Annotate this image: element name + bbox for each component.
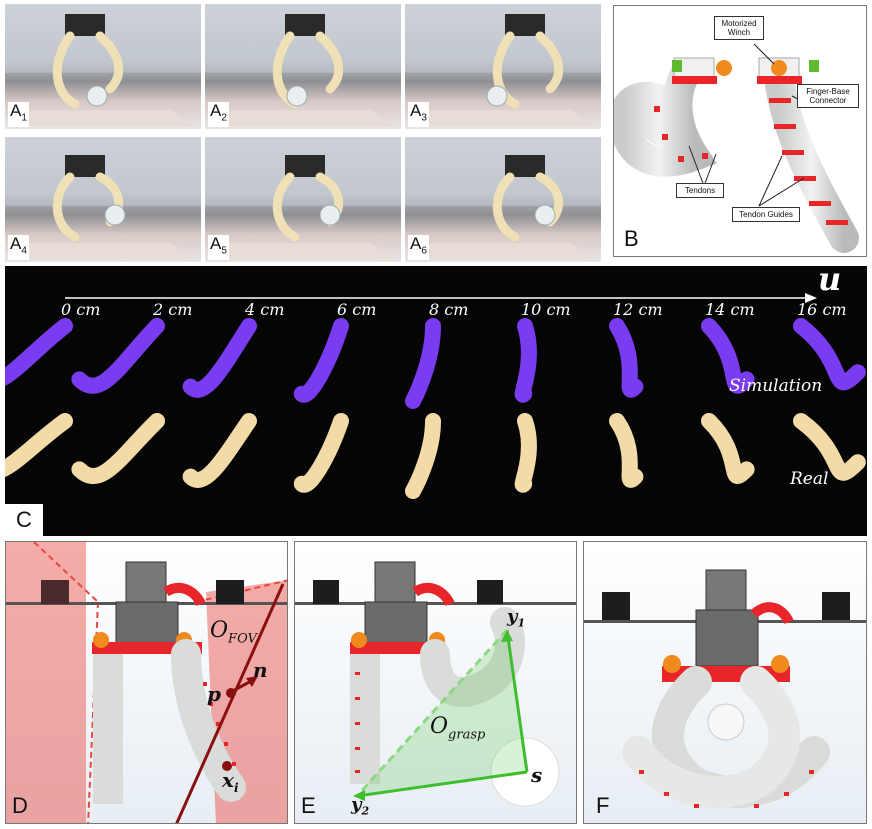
frame-label: A5 <box>208 234 229 260</box>
panel-label: C <box>5 504 43 536</box>
frame-label: A3 <box>408 101 429 127</box>
fov-label: OFOV <box>210 618 257 647</box>
real-finger <box>5 413 73 478</box>
drone-photo <box>205 137 401 260</box>
tick-label: 0 cm <box>61 300 101 319</box>
panel-label: F <box>596 793 610 818</box>
y1-label: y1 <box>507 606 526 630</box>
fov-diagram <box>6 542 287 823</box>
tick-label: 2 cm <box>153 300 193 319</box>
row-label-simulation: Simulation <box>729 376 823 396</box>
photo-frame: A1 <box>5 4 201 129</box>
callout-connector: Finger-Base Connector <box>797 84 859 108</box>
panel-label: D <box>12 793 28 818</box>
photo-frame: A5 <box>205 137 401 262</box>
real-finger <box>71 413 165 484</box>
photo-frame: A6 <box>405 137 601 262</box>
left-finger <box>614 61 717 177</box>
panel-label: B <box>624 226 639 251</box>
bending-sequence <box>5 293 866 499</box>
sim-finger <box>793 318 866 391</box>
grasp-label: Ograsp <box>430 714 486 743</box>
panel-c: u Simulation Real 0 cm 2 cm 4 cm 6 cm 8 cm 10… <box>5 266 867 536</box>
y2-label: y2 <box>351 794 370 818</box>
photo-frame: A3 <box>405 4 601 129</box>
drone-photo <box>405 137 601 260</box>
drone-photo <box>5 4 201 127</box>
sim-finger <box>514 318 537 403</box>
real-finger <box>609 413 644 488</box>
point-label: p <box>207 682 221 706</box>
panel-b: Motorized Winch Finger-Base Connector Te… <box>613 5 867 257</box>
callout-winch: Motorized Winch <box>714 16 764 40</box>
callout-guides: Tendon Guides <box>732 207 800 222</box>
row-label-real: Real <box>790 469 829 489</box>
real-finger <box>405 413 441 499</box>
tick-label: 8 cm <box>429 300 469 319</box>
gripper-cad-render <box>614 43 859 253</box>
sim-finger <box>701 318 755 394</box>
drone-photo <box>405 4 601 127</box>
real-finger <box>182 413 257 488</box>
axis-arrowhead <box>805 293 817 303</box>
x-label: xi <box>222 768 239 795</box>
sim-finger <box>182 318 257 398</box>
sim-finger <box>405 318 441 409</box>
frame-label: A4 <box>8 234 29 260</box>
grasp-diagram <box>295 561 576 807</box>
frame-label: A1 <box>8 101 29 127</box>
normal-label: n <box>253 658 268 682</box>
callout-tendons: Tendons <box>676 183 724 198</box>
tick-label: 12 cm <box>613 300 663 319</box>
tick-label: 10 cm <box>521 300 571 319</box>
closed-grasp-render <box>584 569 866 808</box>
sim-finger <box>71 318 165 394</box>
frame-label: A6 <box>408 234 429 260</box>
panel-d: OFOV n p xi D <box>5 541 288 824</box>
photo-frame: A4 <box>5 137 201 262</box>
s-label: s <box>531 763 543 787</box>
panel-label: E <box>301 793 316 818</box>
tick-label: 16 cm <box>797 300 847 319</box>
sim-finger <box>609 318 644 398</box>
panel-f: F <box>583 541 867 824</box>
tick-label: 14 cm <box>705 300 755 319</box>
real-finger <box>514 413 537 493</box>
axis-symbol: u <box>818 266 842 298</box>
photo-frame: A2 <box>205 4 401 129</box>
drone-photo <box>205 4 401 127</box>
sim-finger <box>5 318 73 386</box>
frame-label: A2 <box>208 101 229 127</box>
drone-photo <box>5 137 201 260</box>
panel-e: Ograsp y1 y2 s E <box>294 541 577 824</box>
real-finger <box>793 413 866 481</box>
tick-label: 6 cm <box>337 300 377 319</box>
sim-finger <box>293 318 349 403</box>
real-finger <box>701 413 755 484</box>
tick-label: 4 cm <box>245 300 285 319</box>
real-finger <box>293 413 349 493</box>
